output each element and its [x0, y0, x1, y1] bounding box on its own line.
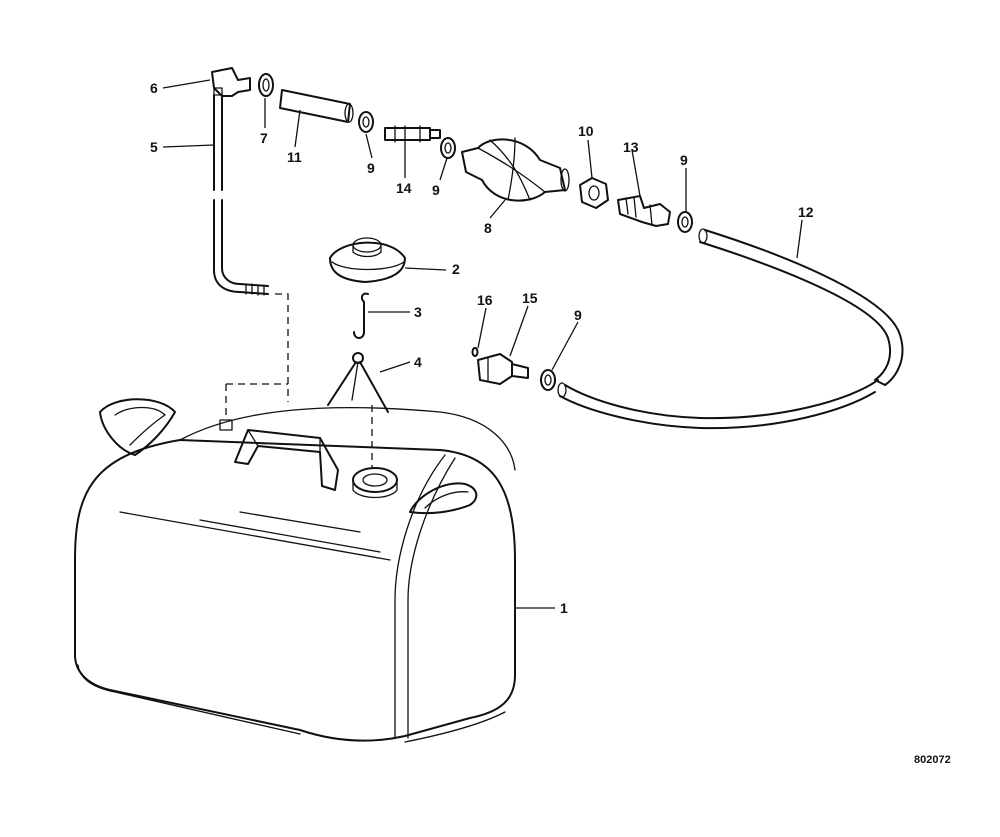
callout-12: 12 — [798, 204, 814, 220]
callout-8: 8 — [484, 220, 492, 236]
callout-2: 2 — [452, 261, 460, 277]
clamp-icon — [440, 137, 456, 159]
leader-lines — [162, 79, 803, 609]
callout-labels: 6 5 7 11 9 14 9 8 10 13 9 12 2 3 4 16 15… — [150, 80, 951, 766]
figure-number: 802072 — [914, 754, 951, 766]
assembly-lines — [225, 293, 373, 468]
callout-14: 14 — [396, 180, 412, 196]
hose-icon — [279, 89, 354, 123]
callout-3: 3 — [414, 304, 422, 320]
primer-bulb-icon — [461, 137, 570, 202]
callout-5: 5 — [150, 139, 158, 155]
callout-9a: 9 — [367, 160, 375, 176]
callout-11: 11 — [287, 149, 302, 165]
connector-fitting-icon — [617, 195, 671, 227]
fuel-tank-icon — [74, 398, 516, 743]
clamp-icon — [677, 211, 693, 233]
elbow-fitting-icon — [211, 67, 251, 97]
retaining-hook-icon — [353, 292, 369, 339]
callout-9c: 9 — [680, 152, 688, 168]
fuel-line-hose-icon — [557, 228, 904, 430]
clamp-icon — [540, 369, 556, 391]
filler-cap-icon — [329, 237, 406, 283]
callout-9b: 9 — [432, 182, 440, 198]
clamp-icon — [258, 73, 274, 97]
callout-7: 7 — [260, 130, 268, 146]
callout-6: 6 — [150, 80, 158, 96]
engine-connector-icon — [477, 353, 529, 385]
callout-1: 1 — [560, 600, 568, 616]
clamp-icon — [358, 111, 374, 133]
nut-icon — [579, 177, 609, 209]
callout-13: 13 — [623, 139, 639, 155]
callout-16: 16 — [477, 292, 493, 308]
cap-chain-icon — [327, 352, 389, 413]
callout-10: 10 — [578, 123, 594, 139]
o-ring-icon — [471, 347, 479, 357]
callout-9d: 9 — [574, 307, 582, 323]
check-valve-icon — [384, 125, 441, 143]
callout-15: 15 — [522, 290, 538, 306]
pickup-tube-icon — [213, 94, 269, 296]
callout-4: 4 — [414, 354, 422, 370]
